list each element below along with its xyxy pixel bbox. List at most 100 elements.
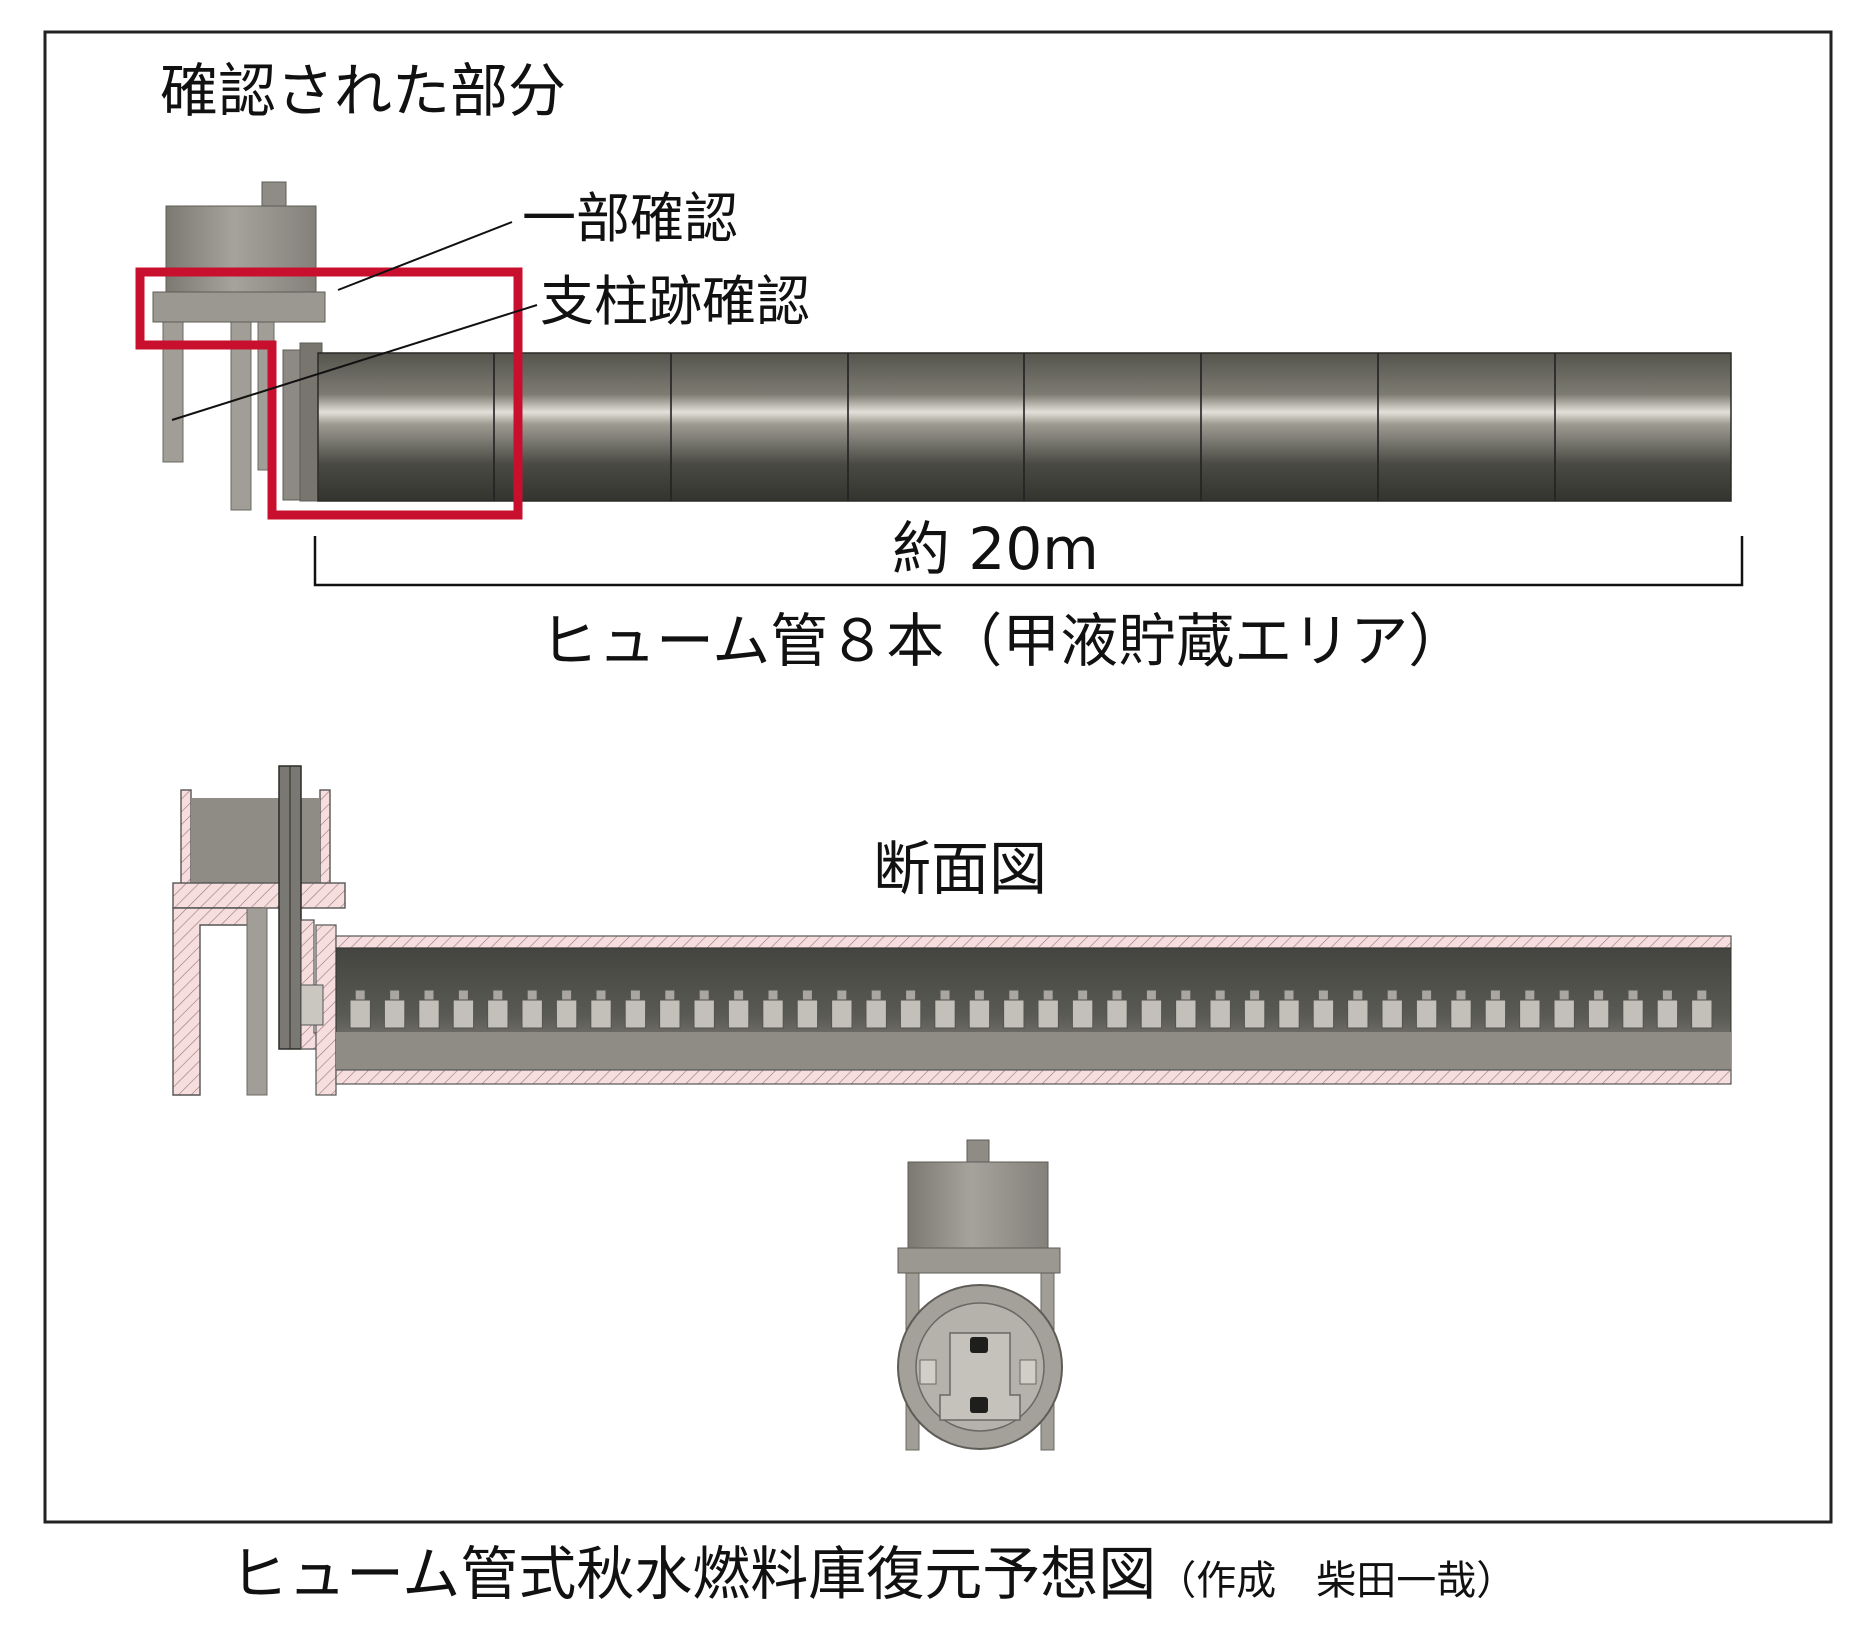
fuel-drum (1622, 999, 1644, 1029)
fuel-drum (1656, 999, 1679, 1029)
tower-slab (172, 882, 346, 909)
fuel-drum (727, 999, 750, 1029)
section-view (172, 765, 1732, 1096)
fuel-drum-cap (1214, 989, 1226, 1001)
fuel-drum (1175, 999, 1197, 1029)
fuel-drum-cap (1558, 989, 1570, 1001)
fuel-drum (1347, 999, 1369, 1029)
section-pipe-floor (336, 1032, 1731, 1070)
fuel-drum-cap (457, 989, 469, 1001)
fuel-drum-cap (354, 989, 366, 1001)
fuel-drum (383, 999, 406, 1029)
fuel-drum-cap (1593, 989, 1605, 1001)
fuel-drum-cap (1008, 989, 1020, 1001)
fuel-drum (1140, 999, 1163, 1029)
fuel-drum (624, 999, 647, 1029)
fuel-drum-cap (1489, 989, 1501, 1001)
fuel-drum (349, 999, 371, 1029)
fuel-drum-cap (526, 989, 538, 1001)
end-tower-plate (897, 1247, 1061, 1274)
leader-line-partial (337, 221, 513, 291)
fuel-drum (934, 999, 956, 1029)
pipe-joints (493, 353, 1556, 501)
fuel-drum (487, 999, 509, 1029)
fuel-drum (762, 999, 784, 1029)
fuel-drum-cap (870, 989, 882, 1001)
section-pipe-top-wall (335, 935, 1732, 949)
fuel-drum-cap (939, 989, 951, 1001)
fuel-drum (1243, 999, 1266, 1029)
fuel-drum (1587, 999, 1610, 1029)
fuel-drum-cap (1627, 989, 1639, 1001)
fuel-drum-cap (1386, 989, 1398, 1001)
tower-wall (319, 789, 331, 886)
pipes-label: ヒューム管８本（甲液貯蔵エリア） (540, 607, 1467, 675)
tower-pipe-top (261, 181, 287, 209)
fuel-drums (349, 989, 1713, 1029)
fuel-drum (1071, 999, 1094, 1029)
fuel-drum-cap (836, 989, 848, 1001)
fuel-drum (1484, 999, 1507, 1029)
fuel-drum (1312, 999, 1335, 1029)
fuel-drum-cap (1145, 989, 1157, 1001)
confirmed-parts-title: 確認された部分 (160, 57, 567, 125)
fuel-drum-cap (1661, 989, 1673, 1001)
section-pillar-gray (246, 907, 268, 1096)
fuel-drum-cap (698, 989, 710, 1001)
fuel-drum (590, 999, 612, 1029)
fuel-drum (1553, 999, 1575, 1029)
section-view-title: 断面図 (873, 835, 1048, 903)
fuel-drum (796, 999, 819, 1029)
fuel-drum-cap (905, 989, 917, 1001)
leader-line-pillar (171, 304, 538, 421)
fuel-drum-cap (1111, 989, 1123, 1001)
fuel-drum (1037, 999, 1059, 1029)
fuel-drum (659, 999, 681, 1029)
length-bracket (313, 536, 1744, 587)
fuel-drum-cap (733, 989, 745, 1001)
fuel-drum-cap (1317, 989, 1329, 1001)
figure-caption: ヒューム管式秋水燃料庫復元予想図（作成 柴田一哉） (230, 1545, 1516, 1603)
fuel-drum-cap (767, 989, 779, 1001)
end-port (970, 1397, 988, 1413)
fuel-drum-cap (1455, 989, 1467, 1001)
fuel-drum-cap (629, 989, 641, 1001)
fuel-drum-cap (423, 989, 435, 1001)
fuel-drum-cap (1249, 989, 1261, 1001)
fuel-drum-cap (389, 989, 401, 1001)
end-port (970, 1337, 988, 1353)
fuel-drum (521, 999, 543, 1029)
end-tower (907, 1161, 1049, 1251)
fuel-drum-cap (664, 989, 676, 1001)
fuel-drum (1278, 999, 1300, 1029)
end-drum-right (1019, 1359, 1037, 1385)
pipe-end-port (300, 984, 324, 1026)
pillar (162, 299, 184, 463)
end-tower-pipe (966, 1139, 990, 1165)
fuel-drum (1415, 999, 1438, 1029)
section-pipe-bottom-wall (335, 1069, 1732, 1085)
fuel-drum (899, 999, 922, 1029)
fuel-drum (1691, 999, 1713, 1029)
pillar-traces-label: 支柱跡確認 (540, 270, 810, 333)
tower-base-plate (152, 291, 326, 323)
partially-confirmed-label: 一部確認 (522, 187, 738, 250)
fuel-drum-cap (973, 989, 985, 1001)
fuel-drum (865, 999, 887, 1029)
fuel-drum (831, 999, 853, 1029)
fuel-drum (418, 999, 440, 1029)
intake-tower (165, 205, 317, 295)
caption-credit: （作成 柴田一哉） (1156, 1558, 1517, 1604)
fuel-drum (1106, 999, 1128, 1029)
fuel-drum (1381, 999, 1403, 1029)
end-cross-plate (939, 1332, 1021, 1421)
fuel-drum-cap (1352, 989, 1364, 1001)
fuel-drum (1003, 999, 1025, 1029)
fuel-drum-cap (1180, 989, 1192, 1001)
end-drum-left (919, 1359, 937, 1385)
length-label: 約 20m (892, 515, 1099, 583)
fuel-drum-cap (1283, 989, 1295, 1001)
fuel-drum-cap (492, 989, 504, 1001)
fuel-drum (1519, 999, 1541, 1029)
outer-frame (43, 30, 1833, 1524)
